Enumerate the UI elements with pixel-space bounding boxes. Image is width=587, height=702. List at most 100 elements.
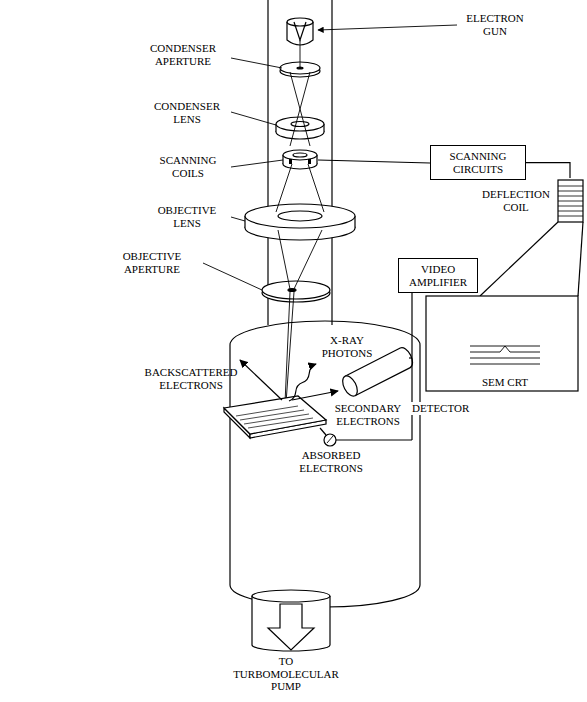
part-label: OBJECTIVE LENS [146,204,228,229]
leader-line [231,58,282,68]
part-label: TO TURBOMOLECULAR PUMP [230,655,342,693]
electron-beam [290,72,310,146]
emission-arrows [240,360,282,400]
objective-aperture [288,289,296,292]
screen-line [470,358,540,359]
electron-beam [276,40,324,403]
specimen-chamber [229,345,230,585]
electron-gun [287,18,313,26]
condenser-aperture [297,67,303,69]
deflection-coil [558,180,583,222]
leader-line [231,112,276,125]
signal-wire [336,439,412,440]
pump-pipe [252,590,330,651]
coil-winding [558,186,583,216]
leader-line [231,217,245,221]
specimen [236,406,298,416]
signal-wire [318,160,430,163]
crt-body [480,222,558,296]
coil-winding [558,211,583,212]
crt-outline [426,180,583,391]
emission-arrows [292,391,338,400]
amplifier-box: VIDEO AMPLIFIER [398,258,478,293]
part-label: CONDENSER LENS [146,100,228,125]
part-label: SCANNING COILS [148,154,228,179]
part-label: OBJECTIVE APERTURE [104,250,200,275]
part-label: DEFLECTION COIL [478,188,554,213]
column-wall [268,0,332,325]
signal-wire [409,357,412,358]
specimen [224,396,326,438]
coil-winding [558,191,583,192]
part-label: ABSORBED ELECTRONS [292,449,370,474]
specimen [248,418,313,428]
part-label: CONDENSER APERTURE [138,42,228,67]
electron-beam [276,164,292,212]
objective-lens [245,204,355,228]
scanning-coils [283,150,317,169]
coil-winding [558,206,583,207]
node-text: SEM CRT [425,376,585,389]
coil-winding [558,216,583,217]
node-text: VIDEO AMPLIFIER [405,263,471,288]
part-label: DETECTOR [410,402,471,415]
pump-pipe [329,596,330,645]
coil-winding [558,201,583,202]
screen-line [470,364,540,365]
specimen-chamber [419,345,420,585]
part-label: SECONDARY ELECTRONS [330,402,406,427]
leader-line [203,263,262,290]
coil-winding [558,196,583,197]
node-text: SCANNING CIRCUITS [437,150,519,175]
electron-beam [286,292,294,403]
condenser-lens [291,122,309,127]
leader-line [318,25,457,30]
objective-lens [278,211,322,221]
pump-pipe [251,596,252,645]
pump-pipe [268,604,314,650]
specimen [224,396,326,434]
signal-wire [318,160,430,440]
specimen [240,410,304,420]
specimen-chamber [230,321,420,345]
signal-connector [526,163,570,178]
scanning-coils [283,150,317,160]
current-meter [324,434,336,446]
electron-beam [308,164,324,212]
circuit-box: SCANNING CIRCUITS [430,145,526,180]
part-label: ELECTRON GUN [460,12,530,37]
screen-line [470,346,540,352]
detector-body [340,373,361,398]
part-label: X-RAY PHOTONS [318,334,376,359]
emission-arrows [240,360,338,401]
coil-winding [558,186,583,187]
leader-line [203,25,457,290]
column-wall [331,0,332,325]
emission-arrows [289,364,316,401]
screen-lines [470,346,540,364]
specimen-chamber [230,321,420,607]
current-meter [324,434,336,446]
scanning-coils [308,159,311,164]
signal-wire [320,428,326,435]
electron-beam [278,230,290,289]
electron-gun [294,22,306,40]
condenser-lens [276,117,324,139]
objective-aperture [262,281,330,299]
electron-beam [290,72,310,146]
objective-lens [245,204,355,240]
leader-line [231,160,283,167]
electron-beam [300,40,301,67]
scanning-coils [293,153,307,157]
specimen [244,414,309,424]
scanning-coils [289,159,292,164]
sem-illustration [203,0,457,651]
signal-wire [411,292,412,440]
condenser-lens [276,117,324,131]
crt-body [578,222,583,296]
specimen [236,406,313,428]
electron-beam [294,230,322,289]
pump-pipe [252,590,330,602]
part-label: BACKSCATTERED ELECTRONS [140,366,242,391]
